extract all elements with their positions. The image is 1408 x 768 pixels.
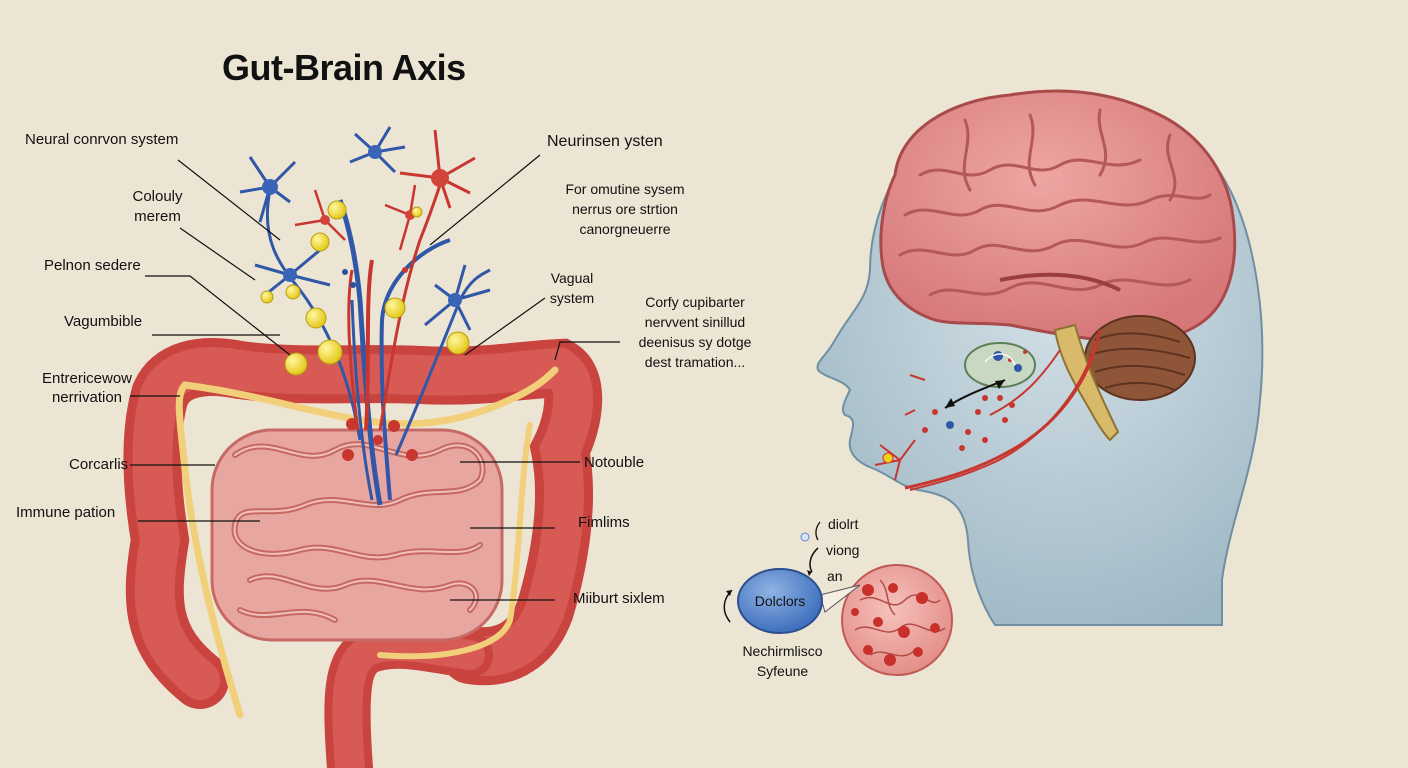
- label-nechirmlisco-line2: Syfeune: [756, 663, 809, 679]
- cerebellum: [1084, 315, 1196, 401]
- label-colouly-line1: Colouly: [132, 188, 183, 205]
- signal-arrow: [944, 379, 1006, 409]
- head-particles: [922, 395, 1015, 451]
- label-vagual-line1: Vagual: [550, 270, 594, 286]
- label-enteric-line2: nerrivation: [51, 389, 123, 406]
- label-viong: viong: [826, 542, 860, 558]
- brainstem: [1053, 323, 1120, 442]
- label-neurinsen: Neurinsen ysten: [547, 133, 663, 150]
- vagus-nerve-bundle: [265, 184, 491, 506]
- small-intestine: [210, 428, 504, 642]
- neuron-blue-1: [239, 156, 297, 223]
- neuron-blue-4: [424, 264, 491, 331]
- bubble-arrows: [723, 521, 821, 623]
- neuron-blue-2: [349, 126, 406, 174]
- label-colouly-line2: merem: [134, 208, 181, 225]
- large-intestine: [123, 338, 603, 768]
- neuron-blue-3: [254, 248, 331, 297]
- dolclors-bubble: [737, 568, 823, 634]
- label-vagumbible: Vagumbible: [64, 313, 143, 330]
- label-corfy-line4: dest tramation...: [644, 354, 746, 370]
- neuron-red-2: [294, 189, 346, 241]
- tissue-cell: [841, 564, 953, 676]
- label-neural-system: Neural conrvon system: [25, 131, 179, 148]
- label-corcarlis: Corcarlis: [69, 456, 129, 473]
- label-for-omutine-line2: nerrus ore strtion: [572, 201, 678, 217]
- label-for-omutine-line3: canorgneuerre: [579, 221, 671, 237]
- gut-junction-dots: [342, 418, 418, 461]
- label-pelnon: Pelnon sedere: [44, 257, 141, 274]
- neurons: [239, 126, 491, 331]
- vagus-nerve-head: [874, 329, 1102, 491]
- label-for-omutine-line1: For omutine sysem: [565, 181, 685, 197]
- neuron-red-1: [399, 129, 476, 209]
- label-immune: Immune pation: [16, 504, 116, 521]
- gut-leader-lines: [130, 154, 620, 601]
- brain: [879, 89, 1237, 344]
- label-an: an: [827, 568, 843, 584]
- label-vagual-line2: system: [549, 290, 595, 306]
- label-diolrt: diolrt: [828, 516, 859, 532]
- label-nechirmlisco-line1: Nechirmlisco: [742, 643, 823, 659]
- page-title: Gut-Brain Axis: [222, 47, 466, 88]
- nerve-bands: [175, 366, 559, 719]
- label-enteric-line1: Entrericewow: [41, 370, 133, 387]
- label-corfy-line2: nervvent sinillud: [644, 314, 746, 330]
- label-notouble: Notouble: [584, 454, 645, 471]
- gut-microbe-capsule: [964, 342, 1036, 388]
- label-corfy-line3: deenisus sy dotge: [638, 334, 752, 350]
- yellow-particles: [260, 200, 470, 376]
- label-corfy-line1: Corfy cupibarter: [645, 294, 745, 310]
- label-miiburt: Miiburt sixlem: [573, 590, 665, 607]
- label-fimlims: Fimlims: [578, 514, 630, 531]
- label-dolclors: Dolclors: [754, 593, 806, 609]
- neuron-red-3: [384, 184, 417, 251]
